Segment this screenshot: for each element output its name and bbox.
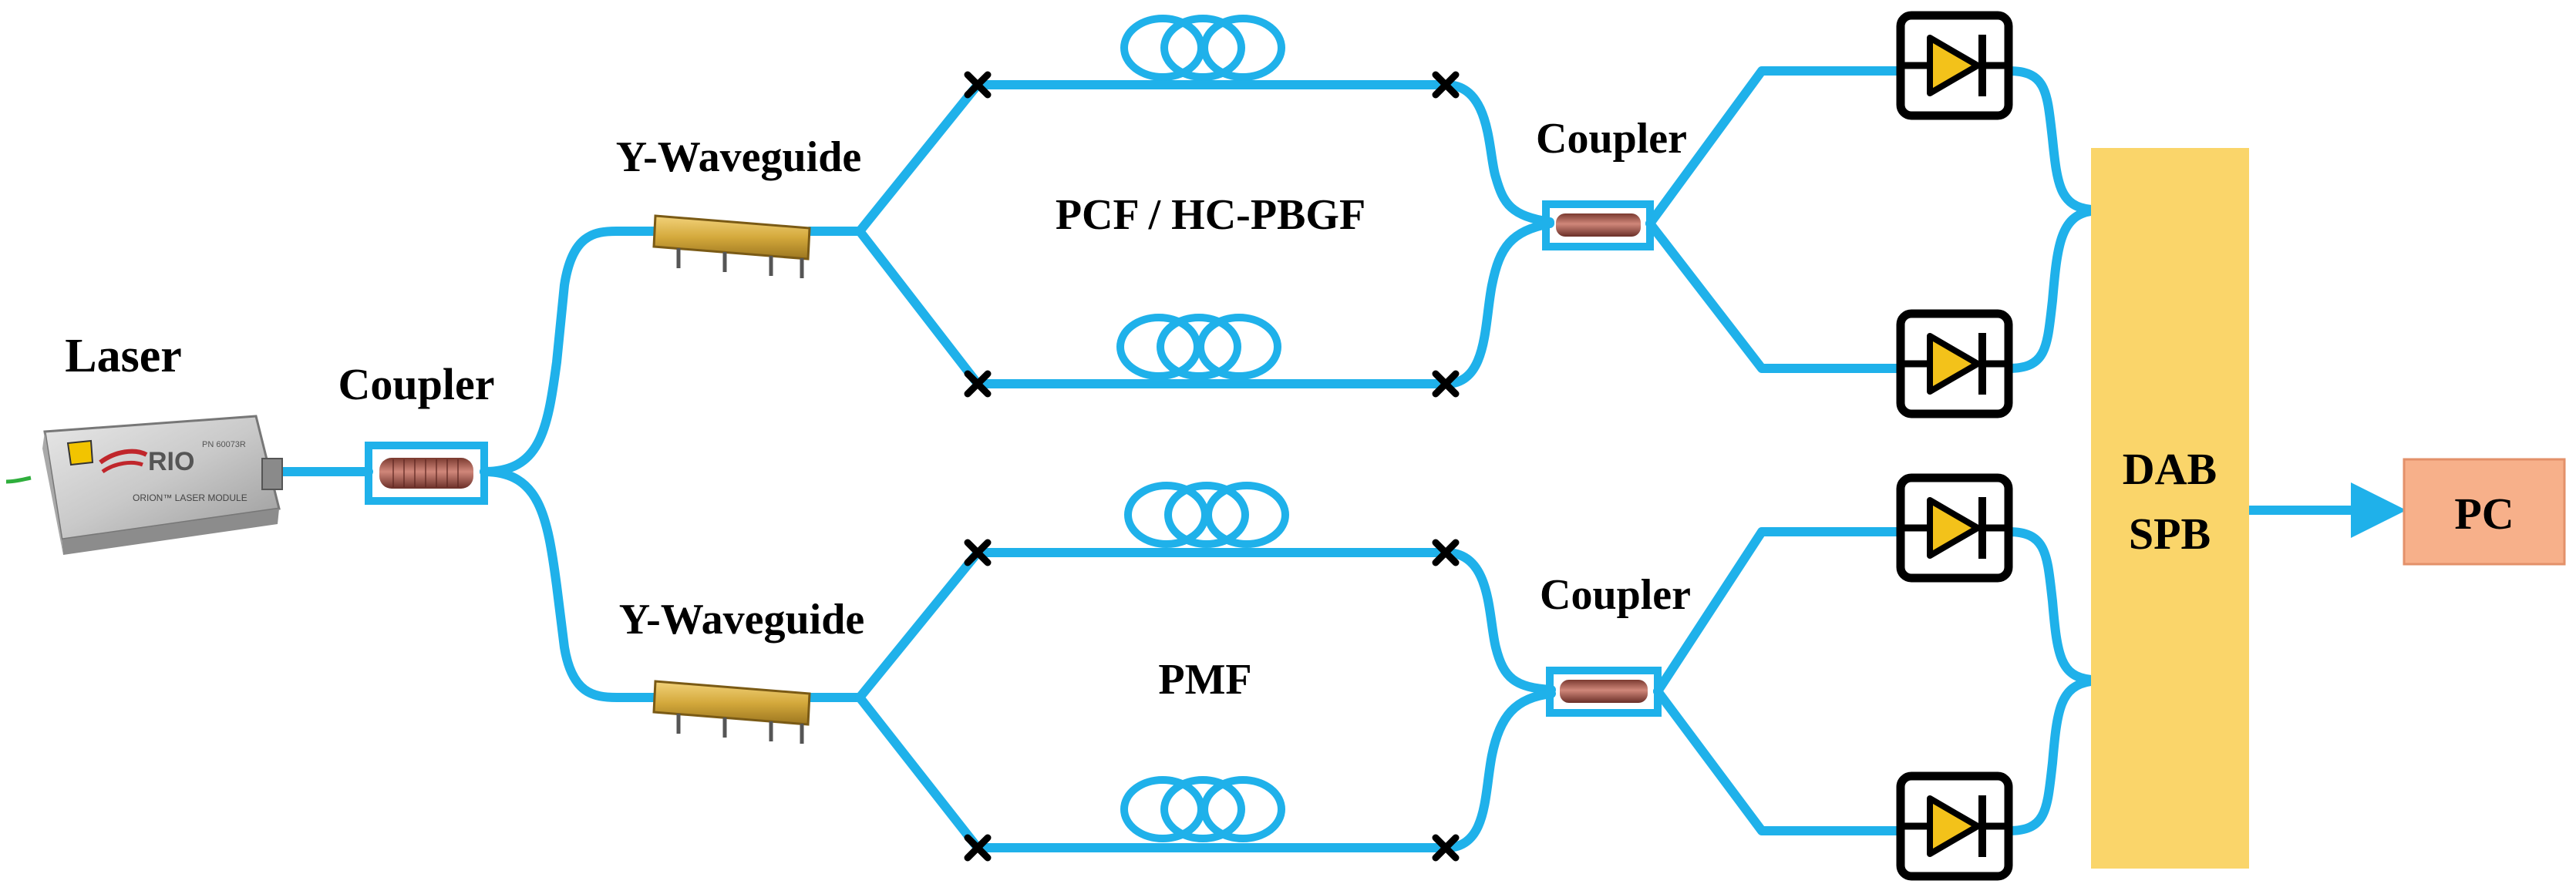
output-coupler-bottom bbox=[1546, 667, 1662, 717]
laser-module: RIO PN 60073R ORION™ LASER MODULE bbox=[5, 415, 283, 555]
photodiode-icon bbox=[1901, 776, 2009, 876]
fiber-coil-bottom-lower-icon bbox=[1124, 780, 1281, 839]
fiber-top-branch-lower bbox=[855, 227, 1450, 388]
fiber-bottom-branch-upper bbox=[855, 548, 1450, 702]
fiber-top-label: PCF / HC-PBGF bbox=[1056, 191, 1365, 239]
pc-label: PC bbox=[2454, 489, 2514, 539]
laser-brand-logo: RIO bbox=[99, 447, 194, 476]
fiber-pd1-to-dsp bbox=[2004, 66, 2096, 214]
fiber-bottom-label: PMF bbox=[1158, 656, 1251, 704]
pc-box: PC bbox=[2403, 458, 2566, 566]
y-waveguide-bottom bbox=[652, 680, 811, 744]
fiber-pd3-to-dsp bbox=[2004, 527, 2096, 684]
fiber-coupler-to-ywg-top bbox=[480, 227, 660, 476]
fiber-coupler-to-ywg-bottom bbox=[480, 467, 660, 702]
fiber-bottom-coupler-to-pd3 bbox=[1653, 527, 1905, 696]
fiber-top-to-coupler-a bbox=[1441, 80, 1554, 227]
y-waveguide-top-label: Y-Waveguide bbox=[616, 133, 861, 181]
fiber-bottom-branch-lower bbox=[855, 693, 1450, 852]
input-coupler-label: Coupler bbox=[338, 359, 495, 409]
laser-label: Laser bbox=[65, 330, 182, 382]
y-waveguide-top bbox=[652, 214, 811, 278]
fiber-top-coupler-to-pd2 bbox=[1645, 219, 1905, 373]
y-waveguide-bottom-label: Y-Waveguide bbox=[619, 596, 864, 644]
laser-model-text: ORION™ LASER MODULE bbox=[133, 492, 247, 503]
dsp-box: DAB SPB bbox=[2091, 148, 2249, 869]
output-coupler-top-label: Coupler bbox=[1536, 115, 1687, 163]
photodiode-icon bbox=[1901, 15, 2009, 116]
input-coupler bbox=[365, 442, 488, 505]
fiber-paths bbox=[273, 66, 2406, 852]
laser-brand-text: RIO bbox=[148, 447, 194, 476]
fiber-top-coupler-to-pd1 bbox=[1645, 66, 1905, 228]
dsp-label-line1: DAB bbox=[2123, 444, 2217, 494]
fiber-bottom-to-coupler-b bbox=[1441, 689, 1556, 852]
laser-serial-text: PN 60073R bbox=[202, 440, 246, 449]
output-coupler-bottom-label: Coupler bbox=[1540, 571, 1691, 619]
dsp-label-line2: SPB bbox=[2129, 509, 2211, 559]
fiber-coil-bottom-upper-icon bbox=[1128, 486, 1285, 544]
fiber-top-to-coupler-b bbox=[1441, 219, 1554, 388]
output-coupler-top bbox=[1542, 200, 1654, 250]
fiber-coil-top-upper-icon bbox=[1124, 18, 1281, 77]
photodiode-icon bbox=[1901, 314, 2009, 414]
fiber-pd4-to-dsp bbox=[2004, 677, 2096, 835]
fiber-coil-top-lower-icon bbox=[1120, 318, 1278, 376]
photodiode-icon bbox=[1901, 478, 2009, 578]
fiber-bottom-coupler-to-pd4 bbox=[1653, 687, 1905, 835]
fiber-bottom-to-coupler-a bbox=[1441, 548, 1556, 694]
fiber-pd2-to-dsp bbox=[2004, 207, 2096, 373]
